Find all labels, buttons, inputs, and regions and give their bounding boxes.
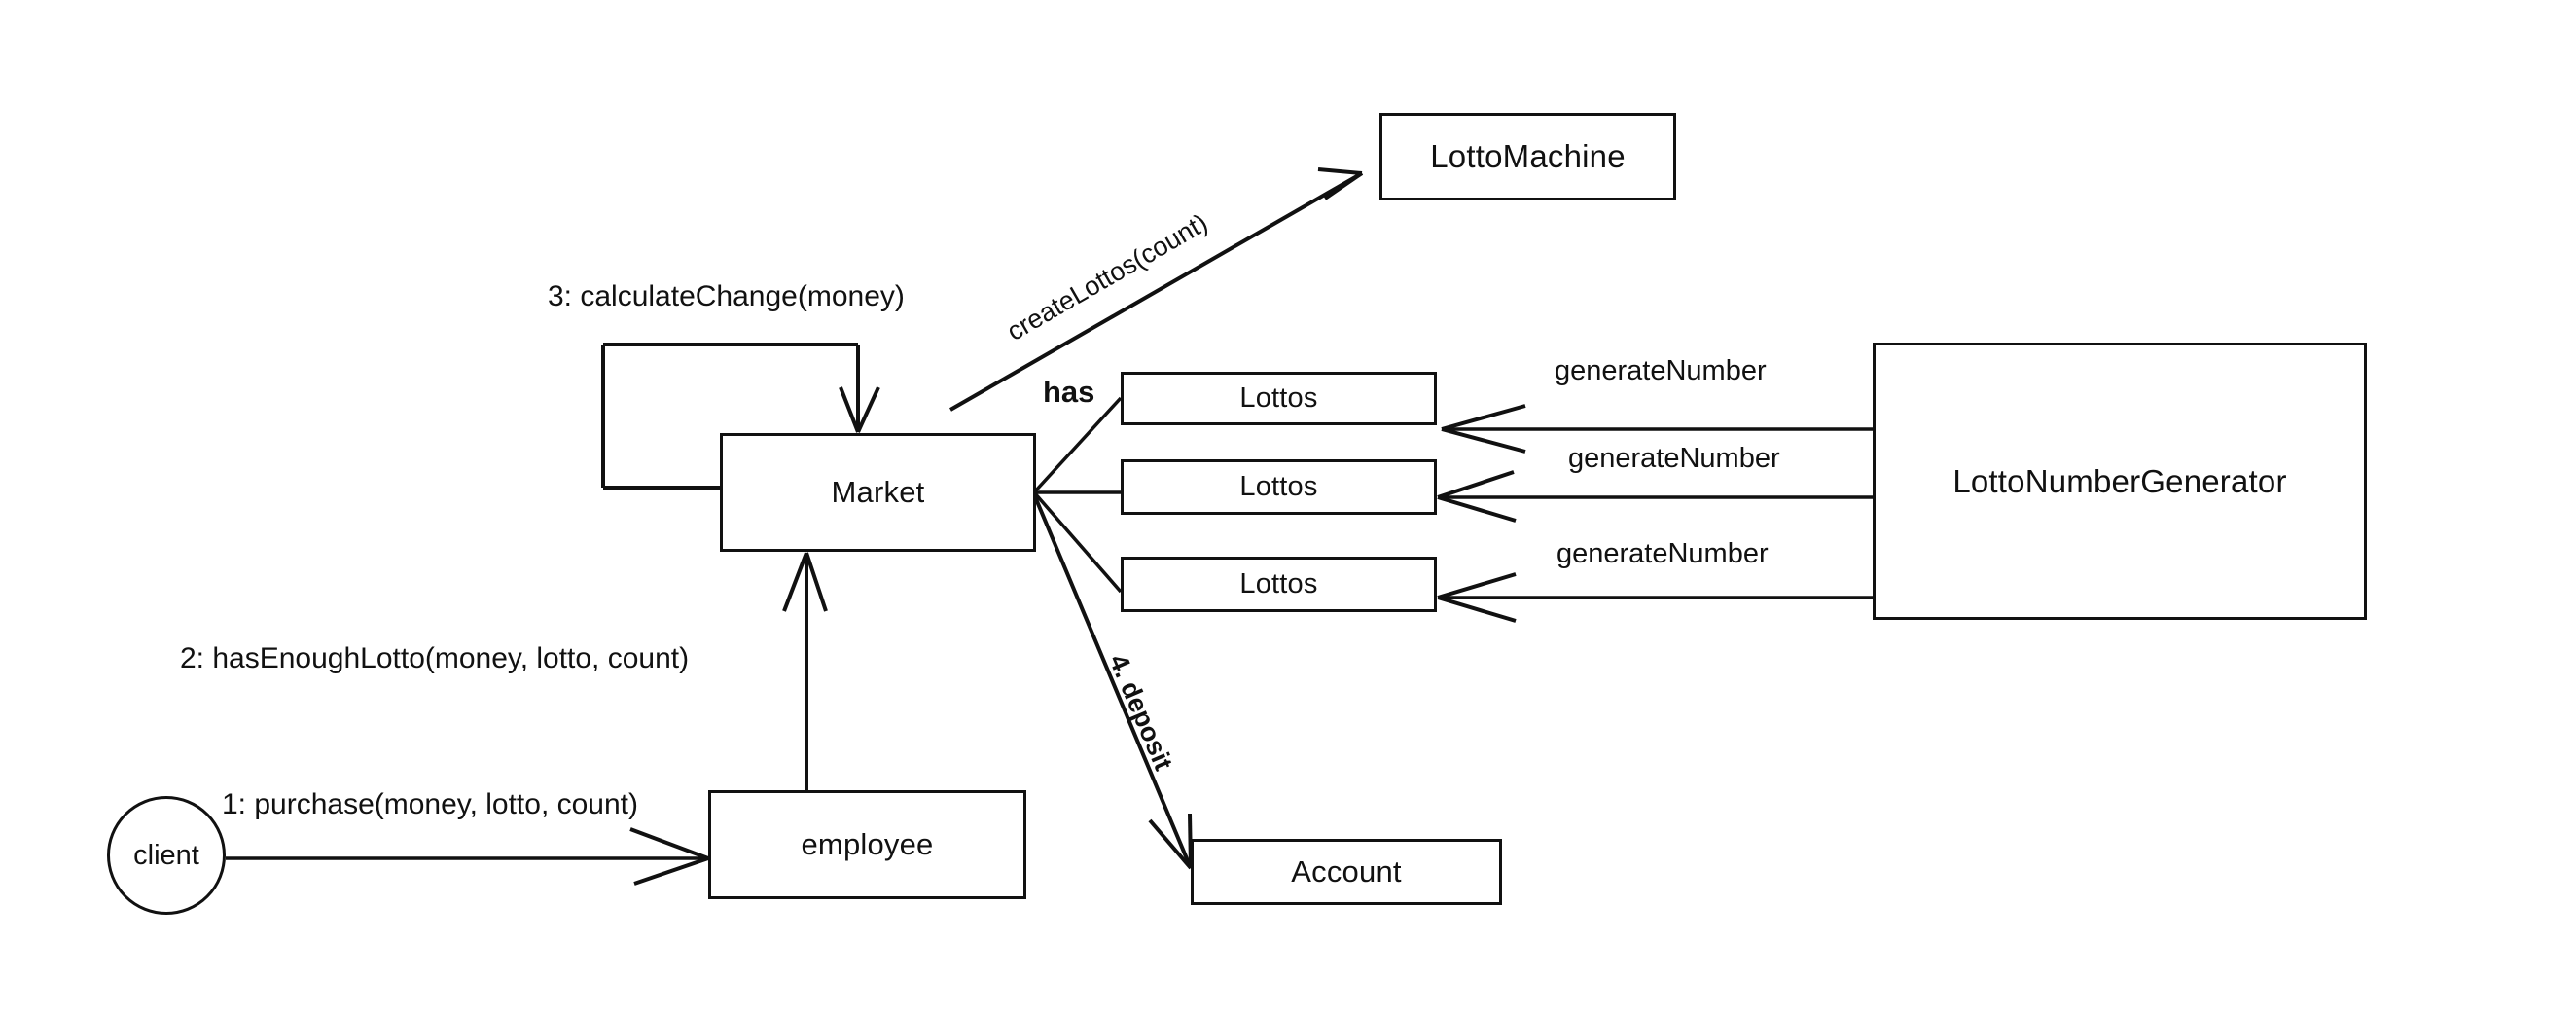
node-client-label: client — [133, 839, 199, 871]
edge-generate-number-3 — [1437, 572, 1873, 623]
edge-label-generate-number-1: generateNumber — [1555, 355, 1767, 386]
edge-generate-number-2 — [1437, 470, 1873, 523]
node-lottos-2[interactable]: Lottos — [1121, 459, 1437, 515]
node-lotto-machine-label: LottoMachine — [1430, 138, 1626, 174]
edge-label-generate-number-2: generateNumber — [1568, 443, 1780, 474]
node-lottos-3[interactable]: Lottos — [1121, 557, 1437, 612]
edge-label-has-enough-lotto: 2: hasEnoughLotto(money, lotto, count) — [180, 642, 690, 674]
node-employee-label: employee — [801, 827, 934, 861]
edge-label-create-lottos: createLottos(count) — [1002, 207, 1213, 346]
node-lotto-number-generator-label: LottoNumberGenerator — [1952, 462, 2287, 499]
node-client-actor[interactable]: client — [107, 796, 226, 915]
node-employee[interactable]: employee — [708, 790, 1026, 899]
edge-purchase — [226, 827, 709, 886]
node-market[interactable]: Market — [720, 433, 1036, 552]
edge-label-purchase: 1: purchase(money, lotto, count) — [222, 788, 638, 820]
node-account[interactable]: Account — [1191, 839, 1502, 905]
node-lottos-1-label: Lottos — [1239, 382, 1318, 414]
edge-label-calculate-change: 3: calculateChange(money) — [548, 280, 905, 312]
node-lottos-3-label: Lottos — [1239, 568, 1318, 599]
edge-market-has-lottos-1 — [1032, 396, 1123, 494]
edge-label-has: has — [1043, 375, 1095, 409]
node-lottos-2-label: Lottos — [1239, 471, 1318, 502]
node-lotto-machine[interactable]: LottoMachine — [1379, 113, 1676, 200]
edge-label-generate-number-3: generateNumber — [1556, 538, 1769, 569]
edge-label-deposit: 4. deposit — [1103, 650, 1179, 775]
node-lottos-1[interactable]: Lottos — [1121, 372, 1437, 425]
edge-market-has-lottos-3 — [1032, 490, 1123, 594]
node-lotto-number-generator[interactable]: LottoNumberGenerator — [1873, 343, 2367, 620]
node-market-label: Market — [831, 475, 925, 509]
node-account-label: Account — [1291, 854, 1402, 889]
edge-has-enough-lotto — [782, 552, 828, 790]
